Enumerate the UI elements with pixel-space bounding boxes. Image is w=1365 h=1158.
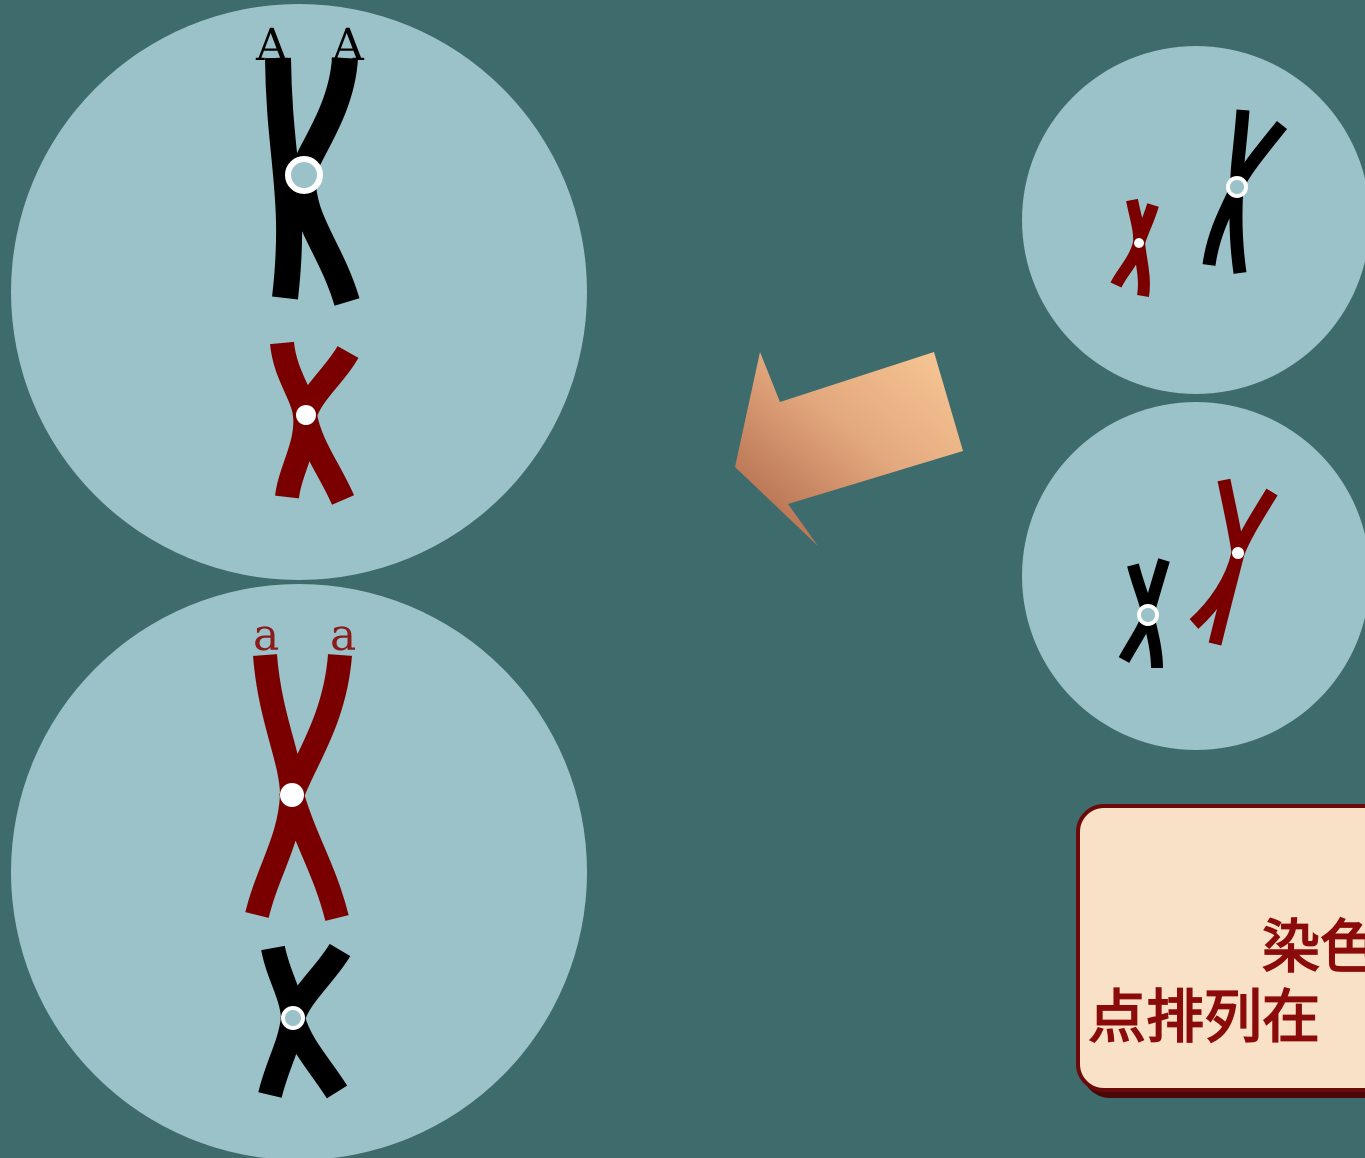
chromosome-red-large	[245, 653, 352, 921]
chromosome-red-large	[1189, 478, 1278, 646]
allele-label-a-right: a	[330, 610, 356, 661]
cell-body	[1022, 46, 1365, 394]
cell-bottom-large: a a	[11, 584, 587, 1158]
chromosome-black-large	[265, 56, 360, 306]
arrow-icon	[735, 352, 963, 546]
cell-top-large: A A	[11, 4, 587, 580]
callout-text-line-2: 点排列在	[1088, 983, 1321, 1051]
allele-label-A-right: A	[331, 20, 365, 71]
cell-top-small	[1022, 46, 1365, 394]
chromosome-red-small	[1110, 198, 1159, 297]
chromosome-red-small	[270, 341, 359, 505]
explanation-callout: 染色 点排列在	[1076, 804, 1365, 1092]
allele-label-A-left: A	[255, 20, 289, 71]
chromosome-black-small	[258, 943, 351, 1099]
cell-bottom-small	[1022, 402, 1365, 750]
callout-text-line-1: 染色	[1262, 913, 1365, 981]
allele-label-a-left: a	[253, 610, 279, 661]
chromosome-black-small	[1118, 558, 1170, 669]
cell-body	[11, 4, 587, 580]
cell-body	[11, 584, 587, 1158]
chromosome-black-large	[1202, 109, 1288, 274]
cell-body	[1022, 402, 1365, 750]
